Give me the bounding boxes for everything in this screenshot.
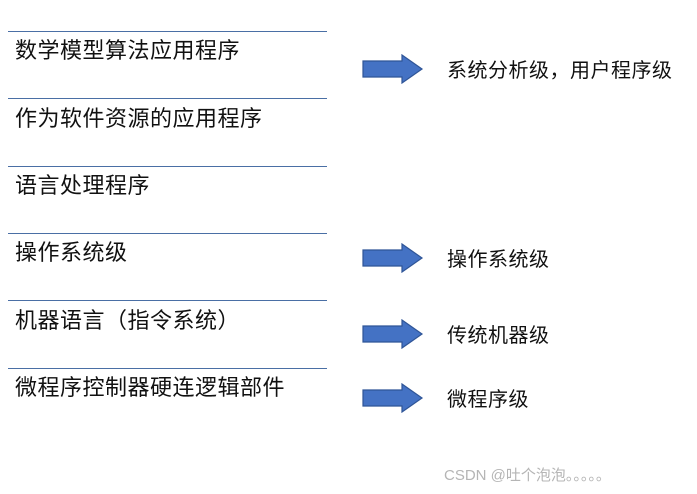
level-divider (8, 368, 327, 369)
level-label-microprogram-hardware: 微程序控制器硬连逻辑部件 (15, 376, 286, 401)
watermark: CSDN @吐个泡泡。。。。。 (444, 467, 611, 484)
level-label-language-processors: 语言处理程序 (15, 174, 151, 199)
level-divider (8, 166, 327, 167)
target-label-traditional-machine-level: 传统机器级 (447, 323, 550, 347)
level-divider (8, 98, 327, 99)
level-divider (8, 31, 327, 32)
right-arrow-icon (362, 383, 424, 413)
target-label-microprogram-level: 微程序级 (447, 387, 529, 411)
level-label-os-level: 操作系统级 (15, 241, 128, 266)
target-label-os-level: 操作系统级 (447, 247, 550, 271)
right-arrow-icon (362, 319, 424, 349)
target-label-system-analysis-level: 系统分析级，用户程序级 (447, 58, 673, 82)
level-label-math-model-apps: 数学模型算法应用程序 (15, 39, 241, 64)
level-divider (8, 300, 327, 301)
level-divider (8, 233, 327, 234)
level-label-software-resource-apps: 作为软件资源的应用程序 (15, 107, 263, 132)
right-arrow-icon (362, 54, 424, 84)
right-arrow-icon (362, 243, 424, 273)
level-label-machine-language: 机器语言（指令系统） (15, 309, 241, 334)
